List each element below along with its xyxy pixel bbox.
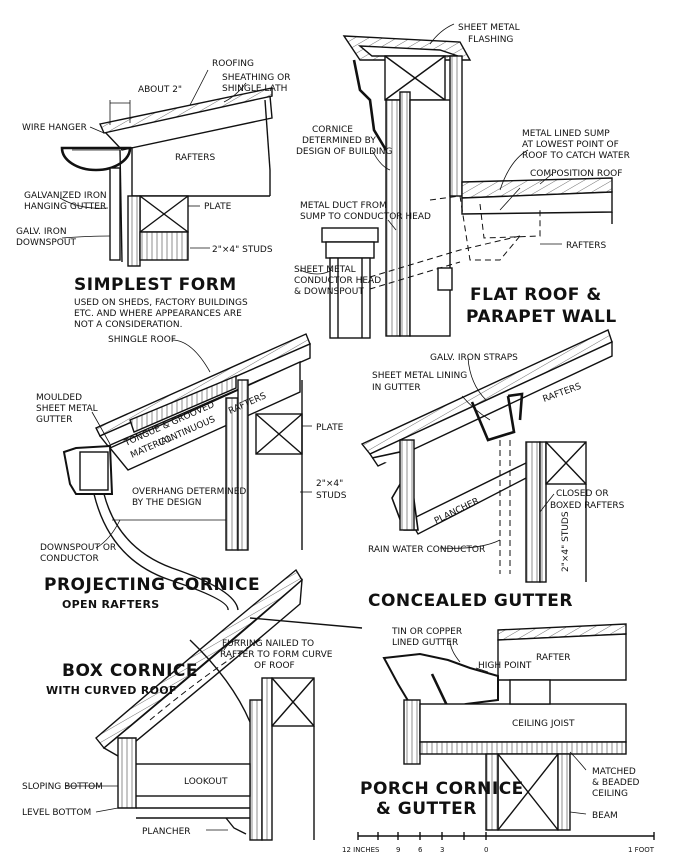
box-plancher-label: PLANCHER — [142, 827, 191, 837]
flat-flashing-label-1: SHEET METAL — [458, 23, 520, 33]
flat-rafters-label: RAFTERS — [566, 241, 607, 251]
flat-sump-label-2: AT LOWEST POINT OF — [522, 140, 619, 150]
porch-tin-label-1: TIN OR COPPER — [391, 627, 462, 637]
porch-matched-label-1: MATCHED — [592, 767, 636, 777]
concealed-lining-label-2: IN GUTTER — [372, 383, 421, 393]
projecting-gutter-label-1: MOULDED — [36, 393, 82, 403]
simplest-gutter-label-1: GALVANIZED IRON — [24, 191, 107, 201]
box-subtitle: WITH CURVED ROOF — [46, 684, 177, 697]
porch-title-2: & GUTTER — [376, 799, 477, 819]
projecting-cornice-detail — [62, 333, 312, 611]
projecting-subtitle: OPEN RAFTERS — [62, 598, 159, 611]
concealed-studs-label: 2"×4" STUDS — [561, 511, 571, 572]
box-furring-label-3: OF ROOF — [254, 661, 295, 671]
projecting-studs-label-1: 2"×4" — [316, 479, 343, 489]
porch-cornice-detail — [382, 623, 627, 831]
simplest-rafters-label: RAFTERS — [175, 153, 216, 163]
flat-title-1: FLAT ROOF & — [470, 285, 602, 305]
simplest-title: SIMPLEST FORM — [74, 275, 237, 295]
flat-cornice-label-1: CORNICE — [312, 125, 353, 135]
flat-duct-label-1: METAL DUCT FROM — [300, 201, 387, 211]
porch-matched-label-2: & BEADED — [592, 778, 640, 788]
projecting-gutter-label-3: GUTTER — [36, 415, 72, 425]
box-level-label: LEVEL BOTTOM — [22, 808, 91, 818]
simplest-roofing-label: ROOFING — [212, 59, 254, 69]
simplest-studs-label: 2"×4" STUDS — [212, 245, 273, 255]
flat-cornice-label-2: DETERMINED BY — [302, 136, 376, 146]
box-furring-label-2: RAFTER TO FORM CURVE — [220, 650, 333, 660]
porch-rafter-label: RAFTER — [536, 653, 571, 663]
simplest-wire-hanger-label: WIRE HANGER — [22, 123, 87, 133]
box-lookout-label: LOOKOUT — [184, 777, 228, 787]
projecting-shingle-roof-label: SHINGLE ROOF — [108, 335, 176, 345]
porch-title-1: PORCH CORNICE — [360, 779, 524, 799]
scale-tick-0: 0 — [484, 846, 488, 854]
scale-tick-9: 9 — [396, 846, 400, 854]
simplest-note-2: ETC. AND WHERE APPEARANCES ARE — [74, 309, 242, 319]
flat-duct-label-2: SUMP TO CONDUCTOR HEAD — [300, 212, 431, 222]
simplest-downspout-label-2: DOWNSPOUT — [16, 238, 76, 248]
simplest-plate-label: PLATE — [204, 202, 232, 212]
concealed-gutter-detail — [360, 329, 613, 583]
porch-matched-label-3: CEILING — [592, 789, 628, 799]
flat-sump-label-1: METAL LINED SUMP — [522, 129, 610, 139]
projecting-title: PROJECTING CORNICE — [44, 575, 260, 595]
simplest-form-detail — [59, 69, 273, 267]
concealed-closed-label-2: BOXED RAFTERS — [550, 501, 625, 511]
scale-left-label: 12 INCHES — [342, 846, 380, 854]
flat-conductor-label-2: CONDUCTOR HEAD — [294, 276, 381, 286]
projecting-downspout-label-1: DOWNSPOUT OR — [40, 543, 116, 553]
simplest-note-1: USED ON SHEDS, FACTORY BUILDINGS — [74, 298, 248, 308]
flat-flashing-label-2: FLASHING — [468, 35, 513, 45]
projecting-studs-label-2: STUDS — [316, 491, 347, 501]
flat-sump-label-3: ROOF TO CATCH WATER — [522, 151, 630, 161]
box-sloping-label: SLOPING BOTTOM — [22, 782, 103, 792]
concealed-closed-label-1: CLOSED OR — [556, 489, 609, 499]
flat-conductor-label-3: & DOWNSPOUT — [294, 287, 364, 297]
porch-beam-label: BEAM — [592, 811, 618, 821]
projecting-gutter-label-2: SHEET METAL — [36, 404, 98, 414]
simplest-sheathing-label-2: SHINGLE LATH — [222, 84, 287, 94]
scale-right-label: 1 FOOT — [628, 846, 655, 854]
flat-conductor-label-1: SHEET METAL — [294, 265, 356, 275]
concealed-title: CONCEALED GUTTER — [368, 591, 573, 611]
scale-tick-3: 3 — [440, 846, 444, 854]
box-cornice-detail — [66, 568, 363, 841]
porch-joist-label: CEILING JOIST — [512, 719, 575, 729]
scale-tick-6: 6 — [418, 846, 423, 854]
scale-bar — [357, 832, 655, 840]
porch-tin-label-2: LINED GUTTER — [392, 638, 458, 648]
simplest-sheathing-label-1: SHEATHING OR — [222, 73, 290, 83]
box-furring-label-1: FURRING NAILED TO — [222, 639, 314, 649]
simplest-downspout-label-1: GALV. IRON — [16, 227, 67, 237]
projecting-downspout-label-2: CONDUCTOR — [40, 554, 99, 564]
box-title: BOX CORNICE — [62, 661, 198, 681]
flat-title-2: PARAPET WALL — [466, 307, 617, 327]
projecting-overhang-label-2: BY THE DESIGN — [132, 498, 202, 508]
projecting-plate-label: PLATE — [316, 423, 344, 433]
concealed-straps-label: GALV. IRON STRAPS — [430, 353, 518, 363]
flat-cornice-label-3: DESIGN OF BUILDING — [296, 147, 392, 157]
projecting-overhang-label-1: OVERHANG DETERMINED — [132, 487, 246, 497]
flat-roof-detail — [299, 23, 613, 339]
simplest-about-label: ABOUT 2" — [138, 85, 182, 95]
concealed-conductor-label: RAIN WATER CONDUCTOR — [368, 545, 485, 555]
flat-composition-label: COMPOSITION ROOF — [530, 169, 622, 179]
porch-high-point-label: HIGH POINT — [478, 661, 532, 671]
simplest-note-3: NOT A CONSIDERATION. — [74, 320, 182, 330]
simplest-gutter-label-2: HANGING GUTTER — [24, 202, 106, 212]
concealed-lining-label-1: SHEET METAL LINING — [372, 371, 467, 381]
